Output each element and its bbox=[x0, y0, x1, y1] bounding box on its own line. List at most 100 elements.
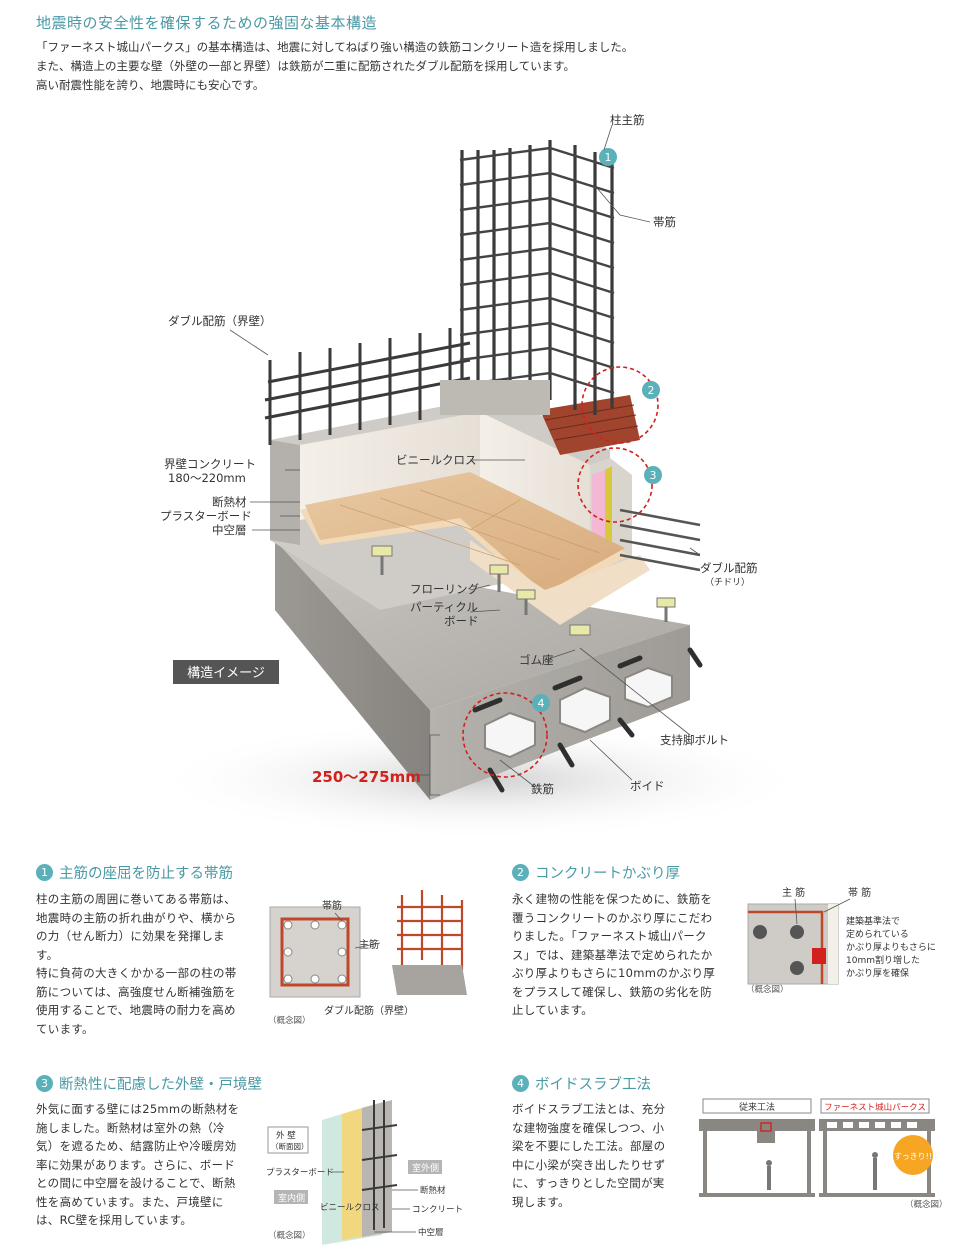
section-1-line: す。 bbox=[36, 947, 59, 962]
label-rubber-seat: ゴム座 bbox=[519, 653, 554, 667]
marker-4-text: 4 bbox=[538, 697, 545, 710]
intro-line: また、構造上の主要な壁（外壁の一部と界壁）は鉄筋が二重に配筋されたダブル配筋を採… bbox=[36, 59, 575, 73]
s3-rebars bbox=[361, 1100, 398, 1230]
flooring bbox=[305, 472, 625, 593]
marker-2-text: 2 bbox=[648, 384, 655, 397]
void-holes bbox=[484, 666, 673, 759]
label-insulation: 断熱材 bbox=[212, 495, 247, 509]
section-4-line: に、すっきりとした空間が実 bbox=[512, 1176, 665, 1190]
s3-label-indoor: 室内側 bbox=[278, 1192, 305, 1204]
marker-3 bbox=[644, 466, 662, 484]
partition-wall-side bbox=[270, 440, 300, 545]
s2-note: （概念図） bbox=[746, 984, 789, 995]
label-flooring: フローリング bbox=[410, 582, 479, 596]
marker-3-text: 3 bbox=[650, 469, 657, 482]
marker-1 bbox=[599, 148, 617, 166]
conventional-label-box bbox=[702, 1098, 812, 1114]
section-1-heading: 1 主筋の座屈を防止する帯筋 bbox=[36, 862, 233, 883]
section-2-line: ぶり厚よりもさらに10mmのかぶり厚 bbox=[512, 966, 716, 980]
label-wall-thickness: 180～220mm bbox=[168, 471, 246, 485]
section-3-number: 3 bbox=[36, 1075, 53, 1092]
s3-label-air-layer: 中空層 bbox=[418, 1227, 444, 1238]
concrete-face bbox=[362, 1100, 392, 1237]
cage-illustration bbox=[397, 890, 464, 970]
section-2-line: 永く建物の性能を保つために、鉄筋を bbox=[512, 892, 713, 906]
slab-rebars bbox=[472, 647, 703, 793]
s3-label-vinyl: ビニールクロス bbox=[320, 1203, 380, 1213]
floor-grain bbox=[339, 489, 601, 566]
section-2-heading: 2 コンクリートかぶり厚 bbox=[512, 862, 680, 883]
marker-4 bbox=[532, 694, 550, 712]
highlight-circles bbox=[462, 366, 659, 778]
s3-label-plaster: プラスターボード bbox=[266, 1168, 334, 1178]
label-wall-concrete: 界壁コンクリート bbox=[164, 457, 256, 471]
sukkiri-text: すっきり!! bbox=[894, 1152, 932, 1161]
column-hoops bbox=[459, 146, 615, 395]
image-tag: 構造イメージ bbox=[187, 666, 265, 681]
s2-label-main: 主 筋 bbox=[782, 886, 805, 899]
section-3-title: 断熱性に配慮した外壁・戸境壁 bbox=[59, 1077, 262, 1093]
label-chidori: （チドリ） bbox=[705, 577, 750, 588]
wall-rebars bbox=[264, 328, 471, 445]
section-3-figure: 外 壁 （断面図） プラスターボード 室外側 室内側 断熱材 ビニールクロス コ… bbox=[266, 1100, 463, 1245]
leader-lines bbox=[229, 124, 701, 796]
section-2-line: ス」では、建築基準法で定められたか bbox=[512, 947, 713, 962]
s4-note: （概念図） bbox=[905, 1199, 945, 1210]
s3-outdoor-box bbox=[408, 1160, 442, 1174]
section-2-line: りました。「ファーネスト城山パーク bbox=[512, 929, 707, 943]
support-legs bbox=[371, 545, 676, 636]
intro-text: 「ファーネスト城山パークス」の基本構造は、地震に対してねばり強い構造の鉄筋コンク… bbox=[36, 38, 736, 95]
marker-1-text: 1 bbox=[605, 151, 612, 164]
label-plasterboard: プラスターボード bbox=[160, 509, 252, 523]
section-3-heading: 3 断熱性に配慮した外壁・戸境壁 bbox=[36, 1073, 262, 1094]
s3-label-outdoor: 室外側 bbox=[412, 1162, 439, 1174]
section-2-text: 永く建物の性能を保つために、鉄筋を 覆うコンクリートのかぶり厚にこだわ りました… bbox=[512, 890, 715, 1020]
section-4-line: ボイドスラブ工法とは、充分 bbox=[512, 1102, 666, 1116]
section-3-text: 外気に面する壁には25mmの断熱材を 施しました。断熱材は室外の熱（冷 気）を遮… bbox=[36, 1100, 239, 1230]
structure-illustration: 1 2 3 4 柱主筋 帯筋 ダブル配筋（界壁） 界壁コンクリート 180～22… bbox=[150, 113, 810, 840]
page-title: 地震時の安全性を確保するための強固な基本構造 bbox=[36, 14, 378, 32]
label-vinyl-cloth: ビニールクロス bbox=[396, 453, 477, 467]
section-1-line: ています。 bbox=[36, 1021, 94, 1036]
cover-rebars bbox=[753, 925, 804, 975]
section-2-title: コンクリートかぶり厚 bbox=[535, 866, 680, 882]
s2-leaders bbox=[794, 898, 851, 925]
hoop-rebar-square bbox=[280, 917, 350, 987]
svg-text:10mm割り増した: 10mm割り増した bbox=[846, 954, 920, 966]
svg-text:かぶり厚を確保: かぶり厚を確保 bbox=[846, 967, 909, 979]
s1-label-hoop: 帯筋 bbox=[322, 899, 342, 912]
label-air-layer: 中空層 bbox=[212, 523, 247, 537]
section-1-line: 筋については、高強度せん断補強筋を bbox=[36, 984, 237, 999]
label-double-rebar: ダブル配筋 bbox=[700, 561, 758, 575]
furnest-label-box bbox=[820, 1098, 930, 1114]
section-1-line: 特に負荷の大きくかかる一部の柱の帯 bbox=[36, 966, 237, 980]
diagram-labels: 柱主筋 帯筋 ダブル配筋（界壁） 界壁コンクリート 180～220mm 断熱材 … bbox=[160, 113, 758, 796]
s3-note: （概念図） bbox=[268, 1230, 311, 1241]
section-1-title: 主筋の座屈を防止する帯筋 bbox=[59, 866, 233, 882]
conventional-label: 従来工法 bbox=[739, 1101, 775, 1113]
s3-label-concrete: コンクリート bbox=[412, 1205, 463, 1215]
brick-section bbox=[540, 395, 640, 455]
floor-lower bbox=[470, 540, 650, 625]
column-base bbox=[440, 380, 550, 415]
section-4-line: な建物強度を確保しつつ、小 bbox=[512, 1120, 665, 1135]
section-1-number: 1 bbox=[36, 864, 53, 881]
section-1-line: 地震時の主筋の折れ曲がりや、横から bbox=[36, 910, 237, 925]
section-3-line: 気）を遮るため、結露防止や冷暖房効 bbox=[36, 1139, 237, 1153]
s3-label-section: （断面図） bbox=[271, 1141, 309, 1151]
label-rebar: 鉄筋 bbox=[531, 782, 554, 796]
section-2-line: 覆うコンクリートのかぶり厚にこだわ bbox=[512, 910, 713, 925]
section-3-line: 性を高めています。また、戸境壁に bbox=[36, 1194, 224, 1209]
label-particle-board-2: ボード bbox=[444, 614, 479, 628]
section-2-figure: 主 筋 帯 筋 （概念図） 建築基準法で 定められている かぶり厚よりもさらに … bbox=[746, 886, 936, 995]
section-2-line: 止しています。 bbox=[512, 1003, 594, 1017]
main-rebar-dots bbox=[283, 920, 347, 984]
section-4-number: 4 bbox=[512, 1075, 529, 1092]
section-4-figure: 従来工法 ファーネスト城山パークス すっきり!! （概念図） bbox=[699, 1098, 945, 1210]
cage-base bbox=[392, 965, 467, 995]
section-1-line: 使用することで、地震時の耐力を高め bbox=[36, 1003, 236, 1017]
s3-leaders bbox=[332, 1171, 418, 1233]
svg-text:建築基準法で: 建築基準法で bbox=[846, 915, 900, 927]
svg-text:かぶり厚よりもさらに: かぶり厚よりもさらに bbox=[846, 942, 936, 953]
section-3-line: は、RC壁を採用しています。 bbox=[36, 1213, 193, 1227]
